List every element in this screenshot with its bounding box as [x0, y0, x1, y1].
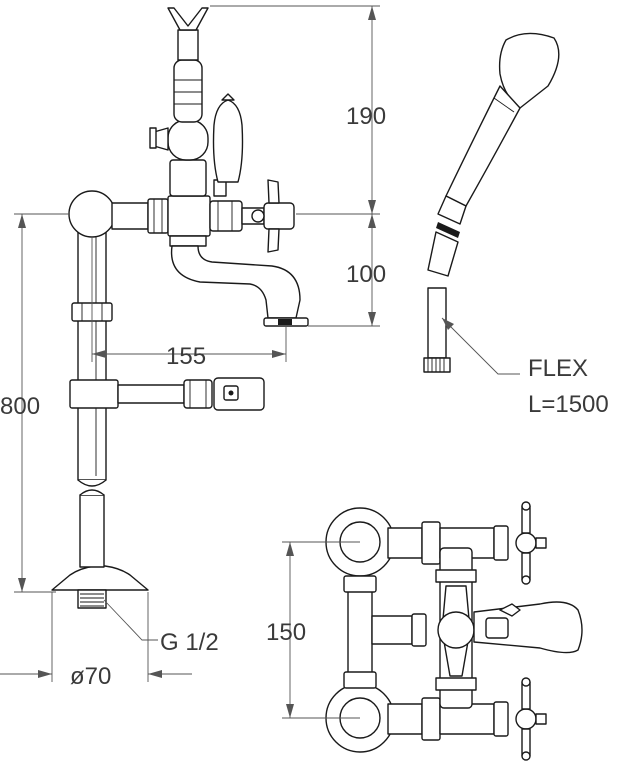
spout-collar — [169, 235, 207, 247]
elbow-ball — [68, 190, 116, 238]
shower-handle — [445, 85, 521, 207]
pipe-break-upper — [77, 479, 107, 487]
riser-ball — [167, 119, 209, 161]
dimension-190: 190 — [210, 5, 386, 214]
upper-handle-index — [535, 537, 547, 549]
lower-handle-index — [535, 713, 547, 725]
thread-connector — [77, 589, 107, 609]
spout-joint — [485, 617, 509, 639]
floor-flange — [51, 565, 149, 591]
middle-arm — [371, 615, 413, 645]
dimension-dia70: ø70 — [0, 592, 192, 690]
thread-callout: G 1/2 — [103, 599, 219, 656]
flex-hose — [427, 287, 447, 359]
front-view: 190 100 155 800 G 1/2 — [0, 5, 386, 690]
handle-cap — [263, 202, 295, 230]
bath-spout — [170, 245, 301, 319]
flex-length-label: L=1500 — [528, 391, 609, 418]
top-view: 150 — [266, 501, 583, 761]
handle-arm-top — [267, 179, 280, 204]
shower-holder — [167, 7, 209, 31]
dimension-800: 800 — [0, 213, 70, 593]
middle-nut — [411, 613, 427, 647]
handle-ring — [436, 222, 460, 238]
upper-valve-nut — [493, 525, 509, 561]
handle-arm-bottom — [267, 228, 280, 253]
lower-pipe — [79, 494, 105, 568]
horizontal-pipe — [111, 202, 149, 230]
spout-top — [473, 601, 583, 654]
riser-base — [169, 159, 207, 197]
holder-stem — [177, 29, 199, 61]
left-riser — [347, 577, 373, 687]
diverter-lever — [212, 99, 244, 183]
shower-head — [498, 32, 560, 109]
body-nut-right — [209, 200, 243, 232]
hose-end — [427, 231, 459, 277]
center-band-bottom — [435, 677, 477, 691]
dimension-155: 155 — [91, 236, 287, 370]
lower-handle-hub — [515, 708, 537, 730]
flex-label: FLEX — [528, 355, 588, 382]
mixer-body — [167, 195, 211, 237]
lower-valve-nut — [493, 701, 509, 737]
lever-tip — [221, 93, 235, 101]
lower-nut — [421, 697, 441, 741]
handle-index — [251, 209, 265, 223]
wall-plate — [213, 377, 265, 411]
hose-nut — [423, 357, 451, 373]
upper-arm — [387, 527, 423, 559]
dimension-100-label: 100 — [346, 261, 386, 288]
left-riser-nut-top — [343, 575, 377, 593]
lower-arm — [387, 703, 423, 735]
wall-bracket-clamp — [69, 379, 119, 409]
dimension-150: 150 — [266, 541, 360, 719]
left-riser-nut-bottom — [343, 671, 377, 689]
center-hub — [437, 611, 475, 649]
dimension-155-label: 155 — [166, 343, 206, 370]
dimension-800-label: 800 — [0, 393, 40, 420]
center-band-top — [435, 569, 477, 583]
thread-label: G 1/2 — [160, 629, 219, 656]
pipe-break-lower — [79, 489, 105, 496]
riser-tube — [173, 59, 203, 123]
hand-shower-view: FLEX L=1500 — [423, 32, 609, 418]
dimension-190-label: 190 — [346, 103, 386, 130]
dimension-150-label: 150 — [266, 619, 306, 646]
dimension-100: 100 — [296, 213, 386, 327]
dimension-dia70-label: ø70 — [70, 663, 111, 690]
body-nut-left — [147, 198, 169, 234]
riser-knob-end — [149, 127, 157, 149]
wall-bracket-arm — [117, 384, 185, 404]
wall-bracket-nut — [183, 379, 213, 409]
upper-nut — [421, 521, 441, 565]
upper-handle-hub — [515, 532, 537, 554]
spout-lever — [499, 603, 521, 617]
handle-collar — [437, 195, 467, 225]
